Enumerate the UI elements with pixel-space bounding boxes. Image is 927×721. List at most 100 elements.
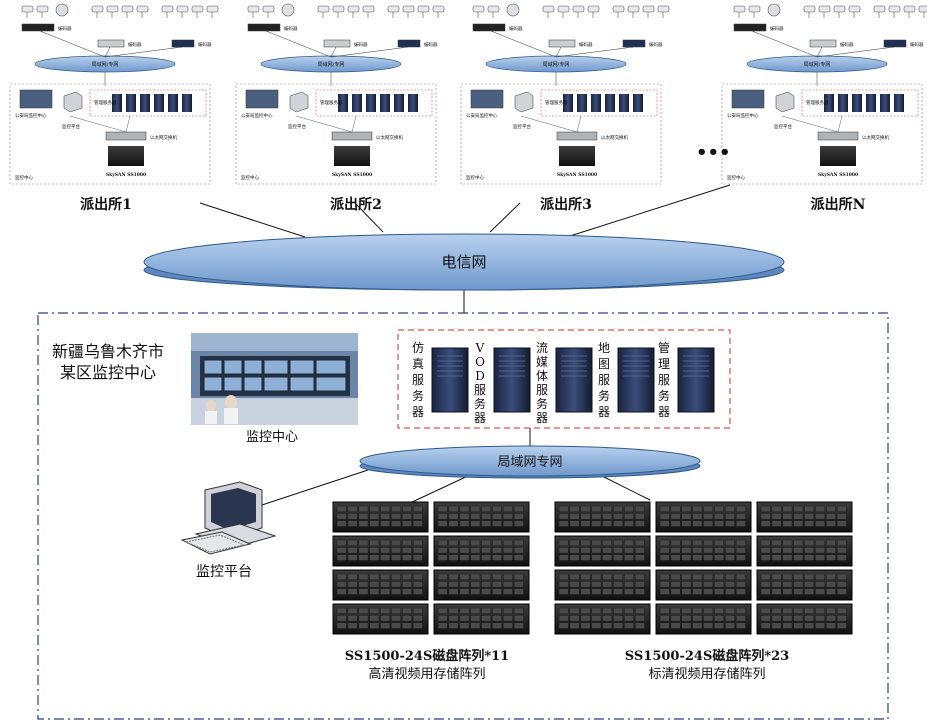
station-storage-icon bbox=[334, 146, 370, 166]
server-label-char: 器 bbox=[598, 405, 610, 419]
disk-array-icon bbox=[655, 501, 752, 533]
disk-array-icon bbox=[655, 603, 752, 635]
disk-array-icon bbox=[756, 569, 853, 601]
camera-icon bbox=[472, 5, 485, 18]
server-tower-icon bbox=[555, 347, 593, 413]
station-server-icon bbox=[408, 94, 418, 112]
station-diagram: 编码器编码器编码器局域网/专网公安局监控中心监控平台管理服务器以太网交换机Sky… bbox=[9, 3, 219, 185]
server-label-char: 务 bbox=[474, 396, 486, 411]
station-server-icon bbox=[894, 94, 904, 112]
station-server-icon bbox=[824, 94, 834, 112]
sd-storage-title: SS1500-24S磁盘阵列*23 bbox=[625, 648, 789, 664]
server-item: 管理服务器 bbox=[658, 340, 715, 419]
encoder-label: 编码器 bbox=[649, 41, 663, 48]
disk-array-icon bbox=[554, 569, 651, 601]
camera-icon bbox=[487, 5, 500, 18]
server-label-char: 体 bbox=[536, 369, 548, 383]
station-server-icon bbox=[338, 94, 348, 112]
server-label-char: 器 bbox=[474, 411, 486, 425]
station-center-label: 监控中心 bbox=[727, 174, 745, 181]
camera-icon bbox=[918, 5, 927, 18]
station-server-group-label: 管理服务器 bbox=[806, 99, 829, 106]
station-center-label: 监控中心 bbox=[15, 174, 33, 181]
encoder-icon bbox=[622, 39, 646, 48]
camera-icon bbox=[748, 5, 761, 18]
station-server-icon bbox=[563, 94, 573, 112]
station-pc-icon bbox=[289, 91, 309, 113]
station-switch-label: 以太网交换机 bbox=[862, 134, 889, 141]
station-storage-icon bbox=[559, 146, 595, 166]
station-center-box bbox=[235, 83, 437, 185]
server-label-char: 流 bbox=[536, 341, 548, 355]
camera-icon bbox=[587, 5, 600, 18]
camera-icon bbox=[873, 5, 886, 18]
station-diagram: 编码器编码器编码器局域网/专网公安局监控中心监控平台管理服务器以太网交换机Sky… bbox=[721, 3, 927, 185]
camera-icon bbox=[848, 5, 861, 18]
station-server-icon bbox=[394, 94, 404, 112]
center-title-line2: 某区监控中心 bbox=[60, 363, 156, 382]
station-switch-label: 以太网交换机 bbox=[376, 134, 403, 141]
server-label-char: 地 bbox=[598, 341, 610, 355]
server-label-char: 图 bbox=[598, 357, 610, 371]
station-center-box bbox=[460, 83, 662, 185]
more-stations-ellipsis: ••• bbox=[696, 142, 731, 163]
encoder-label: 编码器 bbox=[910, 41, 924, 48]
disk-array-icon bbox=[655, 569, 752, 601]
station-diagram: 编码器编码器编码器局域网/专网公安局监控中心监控平台管理服务器以太网交换机Sky… bbox=[460, 3, 670, 185]
disk-array-icon bbox=[554, 535, 651, 567]
station-lan-label: 局域网/专网 bbox=[318, 61, 345, 68]
disk-array-icon bbox=[554, 501, 651, 533]
camera-icon bbox=[206, 5, 219, 18]
uplink-line-n bbox=[569, 184, 731, 237]
server-label-char: 务 bbox=[536, 396, 548, 411]
encoder-icon bbox=[883, 39, 907, 48]
camera-icon bbox=[557, 5, 570, 18]
server-label-char: 服 bbox=[658, 373, 670, 387]
station-center-box bbox=[9, 83, 211, 185]
station-server-icon bbox=[168, 94, 178, 112]
camera-icon bbox=[247, 5, 260, 18]
station-public-center-label: 公安局监控中心 bbox=[727, 112, 759, 119]
station-server-box bbox=[315, 89, 433, 117]
station-server-icon bbox=[591, 94, 601, 112]
dome-camera-icon bbox=[281, 3, 295, 17]
camera-icon bbox=[21, 5, 34, 18]
station-public-center-label: 公安局监控中心 bbox=[466, 112, 498, 119]
center-photo-caption: 监控中心 bbox=[246, 430, 298, 445]
station-label: 派出所3 bbox=[540, 196, 592, 213]
station-storage-label: SkySAN SS1000 bbox=[818, 172, 858, 178]
disk-array-icon bbox=[332, 501, 429, 533]
center-lan: 局域网专网 bbox=[359, 445, 701, 479]
encoder-icon bbox=[97, 39, 125, 48]
camera-icon bbox=[402, 5, 415, 18]
camera-icon bbox=[417, 5, 430, 18]
server-label-char: 媒 bbox=[536, 355, 548, 369]
station-storage-label: SkySAN SS1000 bbox=[557, 172, 597, 178]
encoder-icon bbox=[733, 23, 767, 32]
camera-icon bbox=[657, 5, 670, 18]
station-server-box bbox=[89, 89, 207, 117]
station-switch-icon bbox=[331, 131, 373, 141]
station-lan-label: 局域网/专网 bbox=[92, 61, 119, 68]
server-label-char: V bbox=[475, 341, 485, 355]
camera-icon bbox=[347, 5, 360, 18]
camera-icon bbox=[572, 5, 585, 18]
platform-to-lan-line bbox=[261, 469, 369, 506]
hd-storage-to-lan-line bbox=[409, 474, 471, 504]
encoder-label: 编码器 bbox=[770, 25, 784, 32]
server-label-char: D bbox=[475, 369, 485, 383]
station-pc-icon bbox=[63, 91, 83, 113]
station-server-box bbox=[540, 89, 658, 117]
camera-icon bbox=[803, 5, 816, 18]
station-server-icon bbox=[154, 94, 164, 112]
encoder-label: 编码器 bbox=[198, 41, 212, 48]
camera-icon bbox=[332, 5, 345, 18]
station-server-icon bbox=[140, 94, 150, 112]
station-server-icon bbox=[352, 94, 362, 112]
station-server-group-label: 管理服务器 bbox=[94, 99, 117, 106]
station-server-box bbox=[801, 89, 919, 117]
encoder-label: 编码器 bbox=[284, 25, 298, 32]
